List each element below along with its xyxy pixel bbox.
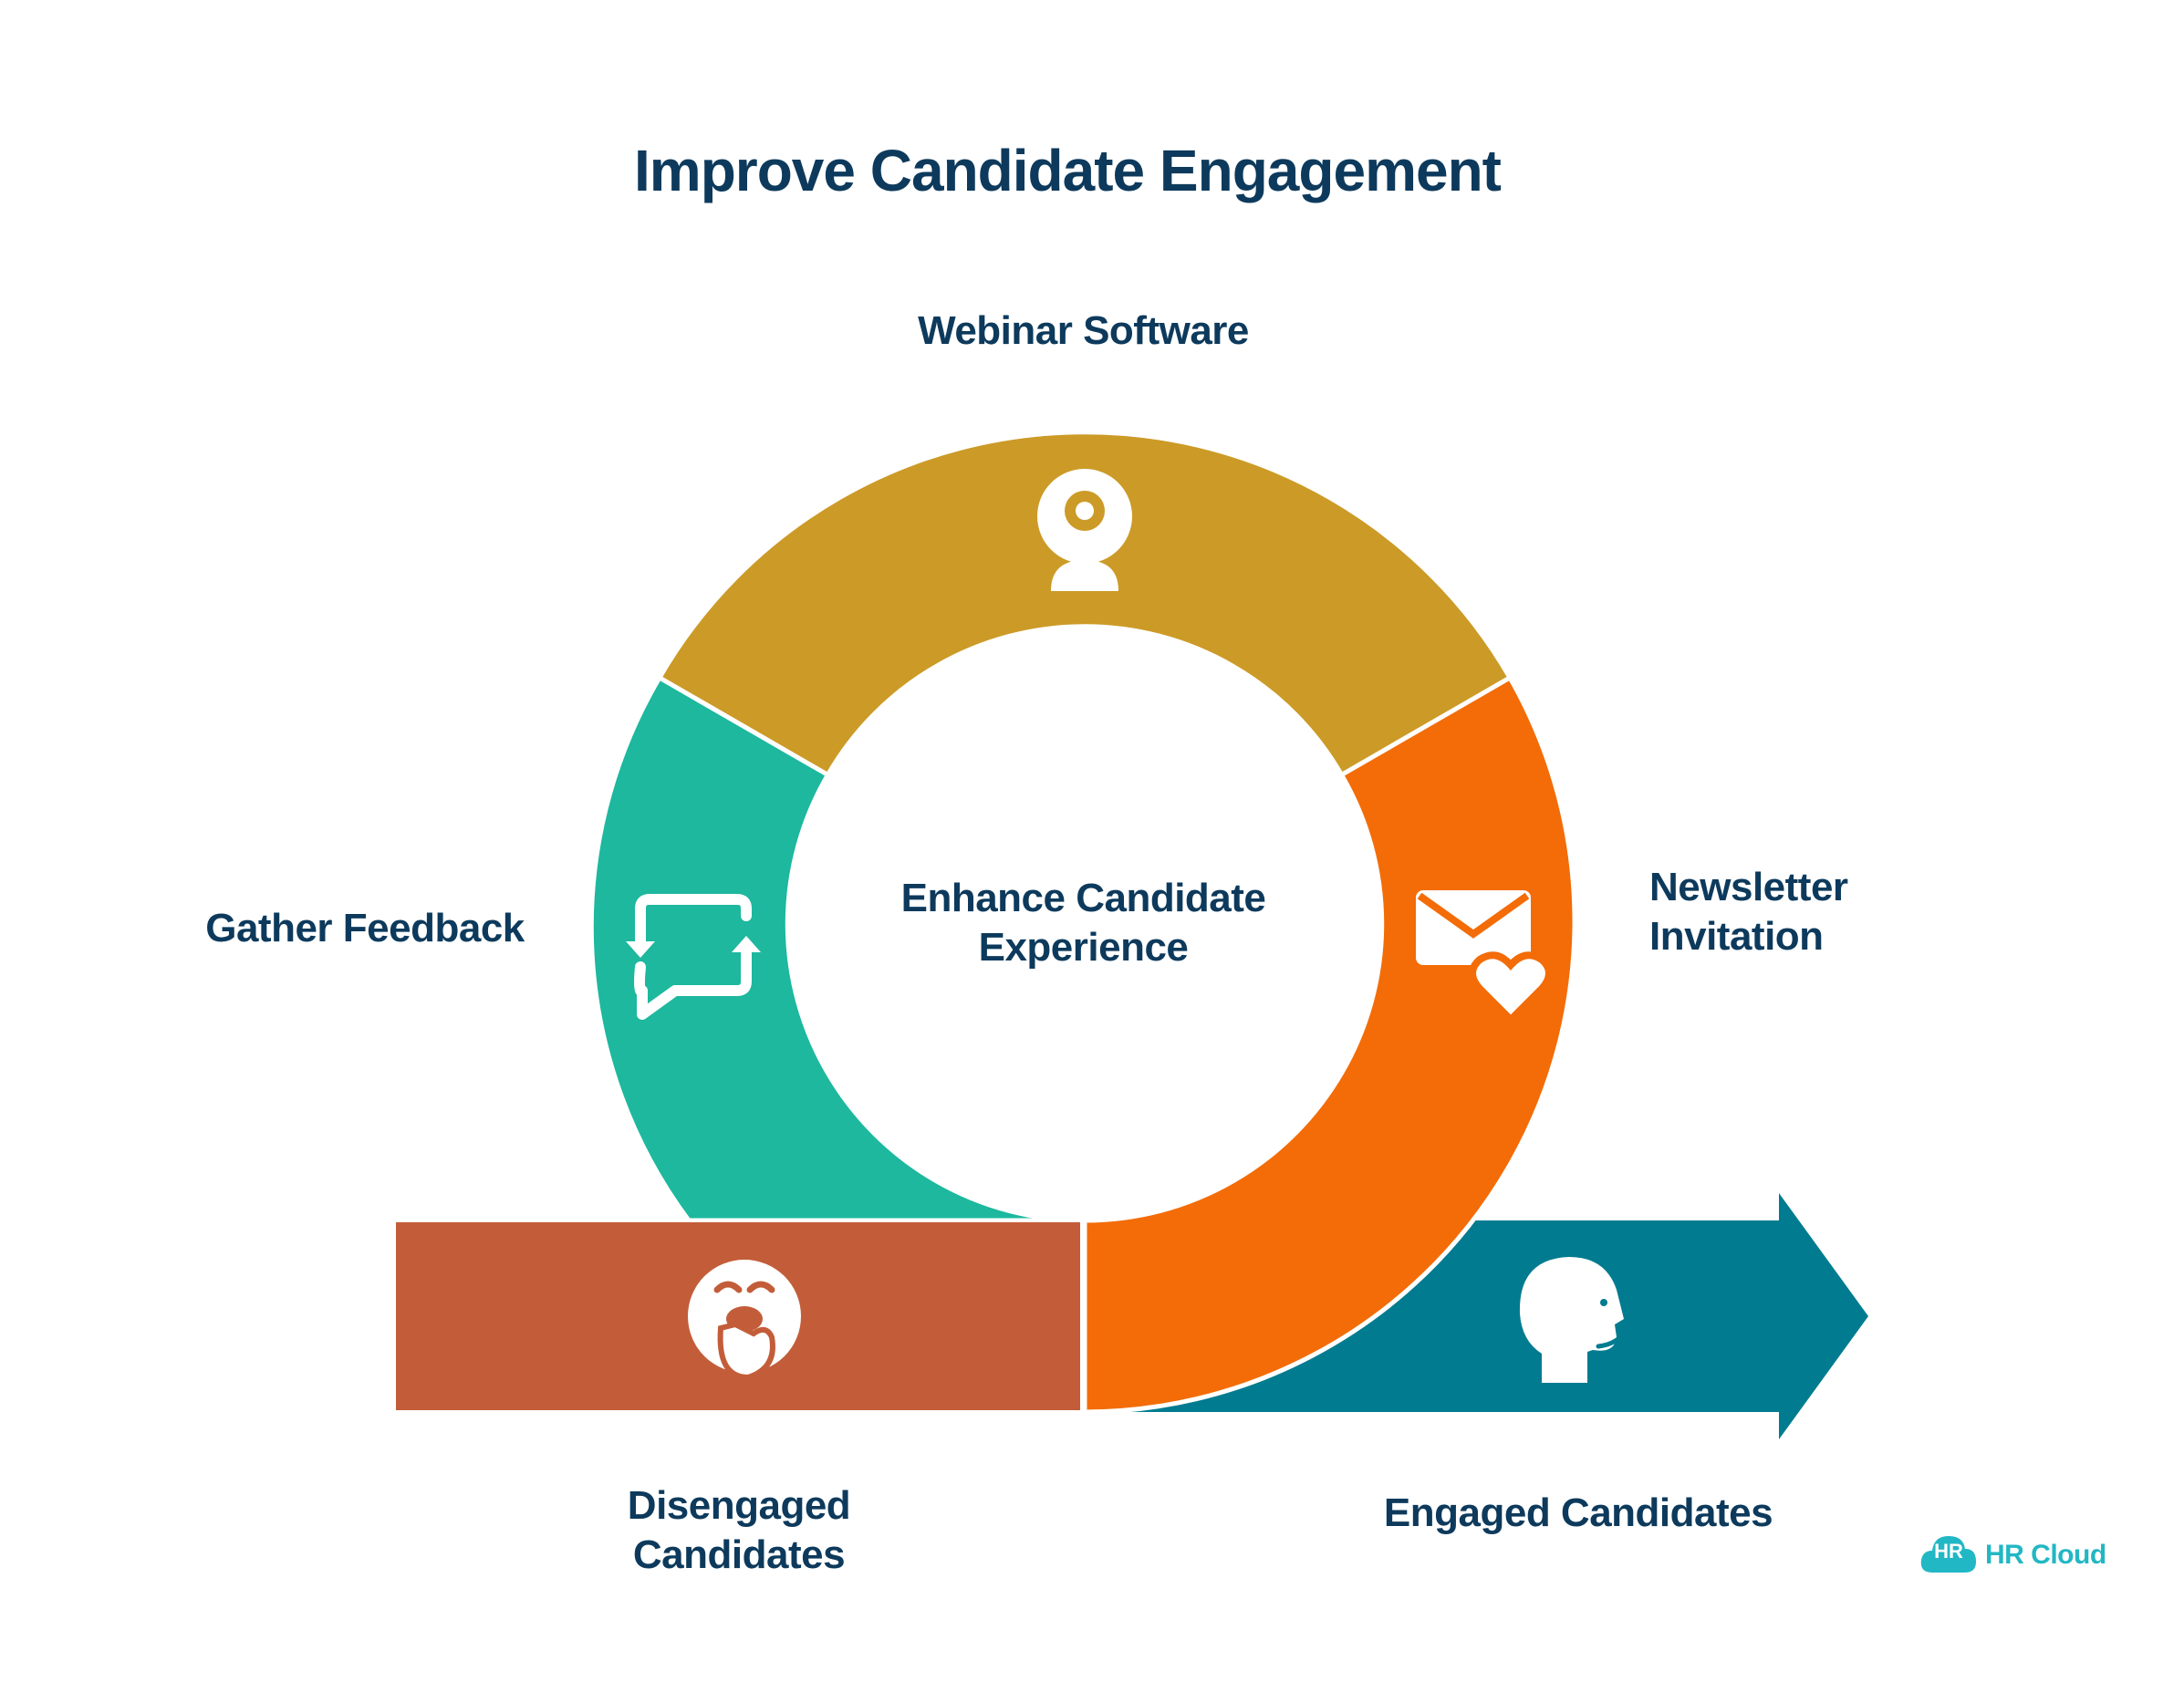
label-newsletter-line2: Invitation	[1649, 914, 1824, 959]
feedback-arrow-heads	[626, 936, 761, 958]
cloud-icon	[1920, 1536, 1976, 1573]
center-label-line2: Experience	[978, 925, 1189, 970]
segment-feedback	[588, 674, 1086, 1223]
label-disengaged-line1: Disengaged	[627, 1483, 851, 1528]
label-newsletter-invitation: Newsletter Invitation	[1649, 863, 1923, 961]
center-label: Enhance Candidate Experience	[848, 874, 1318, 972]
yawning-face-icon	[688, 1260, 801, 1381]
hr-cloud-logo: HR HR Cloud	[1919, 1529, 2111, 1583]
label-disengaged-candidates: Disengaged Candidates	[547, 1481, 931, 1580]
envelope-heart-icon	[1416, 890, 1553, 1025]
label-engaged-candidates: Engaged Candidates	[1383, 1490, 1773, 1535]
label-webinar-software: Webinar Software	[918, 308, 1249, 353]
segment-newsletter	[1082, 674, 1577, 1415]
label-newsletter-line1: Newsletter	[1649, 865, 1848, 909]
feedback-loop-chat-icon	[634, 894, 752, 1020]
label-disengaged-line2: Candidates	[632, 1532, 846, 1577]
diagram-title: Improve Candidate Engagement	[634, 138, 1502, 203]
webcam-icon	[1037, 469, 1132, 591]
smiling-head-icon	[1519, 1257, 1627, 1383]
center-label-line1: Enhance Candidate	[900, 876, 1266, 920]
logo-text: HR Cloud	[1985, 1540, 2106, 1570]
segment-webinar	[656, 430, 1513, 778]
label-gather-feedback: Gather Feedback	[205, 906, 525, 950]
logo-badge-text: HR	[1934, 1540, 1963, 1563]
